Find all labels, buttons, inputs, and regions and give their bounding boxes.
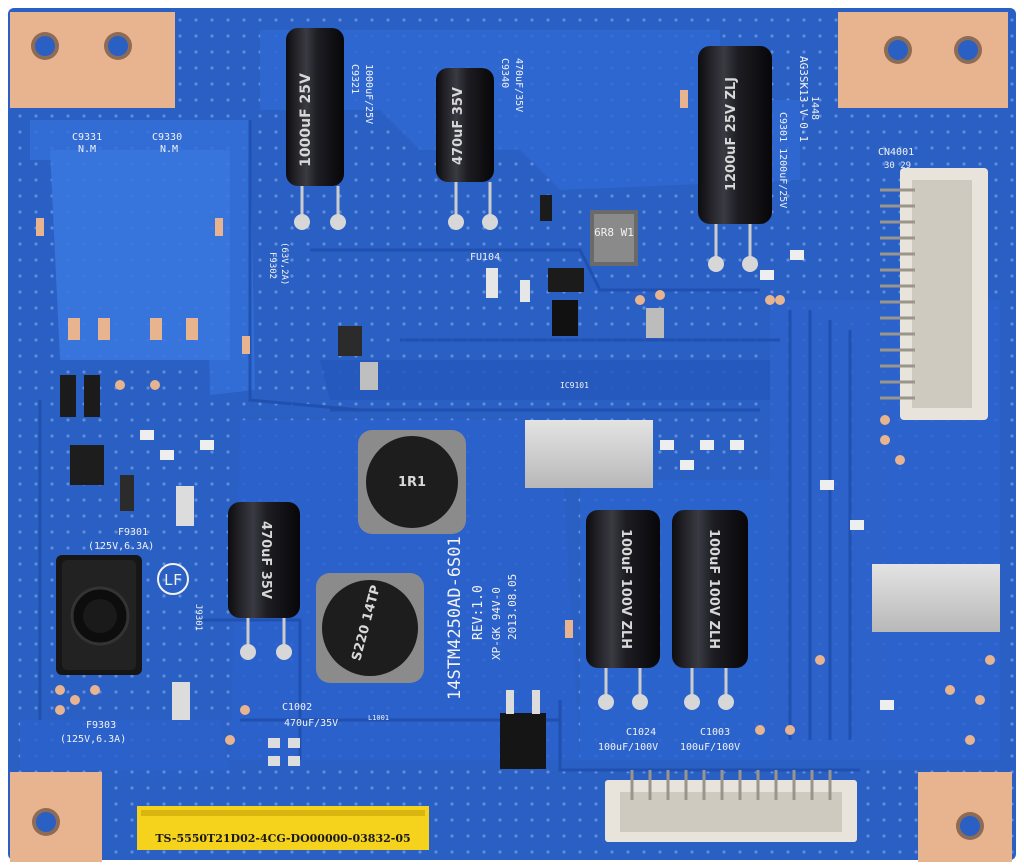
mounting-pads [10, 12, 1012, 862]
board-lot: 1448 [809, 96, 820, 120]
label-f9303: F9303 [86, 720, 116, 731]
label-f9302: F9302 [267, 252, 277, 279]
label-c9340: C9340 [499, 58, 510, 88]
barcode-text: TS-5550T21D02-4CG-DO00000-03832-05 [155, 832, 410, 845]
capacitor-c9340-text: 470uF 35V [451, 87, 466, 165]
capacitor-c9340: 470uF 35V [436, 68, 498, 230]
inductor-s220: S220 14TP [316, 573, 424, 683]
board-flammability: XP-GK 94V-0 [490, 587, 503, 660]
heatsink-pad-2 [872, 564, 1000, 632]
label-c9301: C9301 1200uF/25V [777, 112, 788, 208]
label-c9321-val: 1000uF/25V [363, 64, 374, 124]
capacitor-c1003: 100uF 100V ZLH [672, 510, 748, 710]
label-c1003: C1003 [700, 727, 730, 738]
capacitor-c9301: 1200uF 25V ZLJ [698, 46, 772, 272]
label-c9340-val: 470uF/35V [513, 58, 524, 112]
capacitor-c1024: 100uF 100V ZLH [586, 510, 660, 710]
inductor-6r8: 6R8 W1 [590, 210, 638, 266]
label-c1002: C1002 [282, 702, 312, 713]
label-f9301-val: (125V,6.3A) [88, 541, 154, 552]
label-c9321: C9321 [349, 64, 360, 94]
label-c1002-val: 470uF/35V [284, 718, 338, 729]
label-f9301: F9301 [118, 527, 148, 538]
label-c9330: C9330 [152, 132, 182, 143]
board-revision: REV:1.0 [471, 585, 486, 640]
power-jack-j9301 [56, 555, 142, 675]
barcode-label: TS-5550T21D02-4CG-DO00000-03832-05 [137, 806, 429, 850]
label-fu104: FU104 [470, 252, 500, 263]
label-c9331-nm: N.M [78, 144, 96, 155]
capacitor-c1002: 470uF 35V [228, 502, 300, 660]
label-c1024: C1024 [626, 727, 656, 738]
connector-cn4001 [880, 168, 988, 420]
board-part-number: 14STM4250AD-6S01 [445, 536, 465, 700]
lf-mark: LF [164, 571, 182, 589]
board-model-block: 14STM4250AD-6S01 REV:1.0 XP-GK 94V-0 201… [445, 536, 519, 700]
board-date-code: 2013.08.05 [506, 574, 519, 640]
label-l1001: L1001 [368, 714, 389, 722]
label-c9330-nm: N.M [160, 144, 178, 155]
label-c9331: C9331 [72, 132, 102, 143]
capacitor-c9301-text: 1200uF 25V ZLJ [724, 77, 739, 191]
inductor-l1: 1R1 [358, 430, 466, 534]
capacitor-c1002-text: 470uF 35V [258, 521, 273, 599]
label-cn4001: CN4001 [878, 147, 914, 158]
inductor-l1-mark: 1R1 [398, 475, 426, 490]
smd-pads [36, 90, 995, 745]
heatsink-pad-1 [525, 420, 653, 488]
label-j9301: J9301 [193, 604, 203, 631]
label-c1003-val: 100uF/100V [680, 742, 740, 753]
capacitor-c9321: 1000uF 25V [286, 28, 346, 230]
inductor-6r8-mark: 6R8 W1 [594, 226, 634, 239]
silkscreen-labels: C9331 N.M C9330 N.M C9321 1000uF/25V C93… [60, 56, 914, 753]
label-f9303-val: (125V,6.3A) [60, 734, 126, 745]
capacitor-c9321-text: 1000uF 25V [298, 73, 314, 167]
capacitor-c1003-text: 100uF 100V ZLH [706, 529, 721, 649]
connector-bottom [605, 770, 857, 842]
traces [38, 120, 860, 772]
board-side-id: AG3SK13-V-0-1 [797, 56, 810, 142]
label-f9302-val: (63V,2A) [279, 242, 289, 285]
lf-logo: LF [157, 563, 189, 595]
smd-components [60, 195, 934, 769]
capacitor-c1024-text: 100uF 100V ZLH [618, 529, 633, 649]
label-c1024-val: 100uF/100V [598, 742, 658, 753]
label-cn4001-pins: 30 29 [884, 161, 911, 171]
label-ic9101: IC9101 [560, 381, 589, 390]
